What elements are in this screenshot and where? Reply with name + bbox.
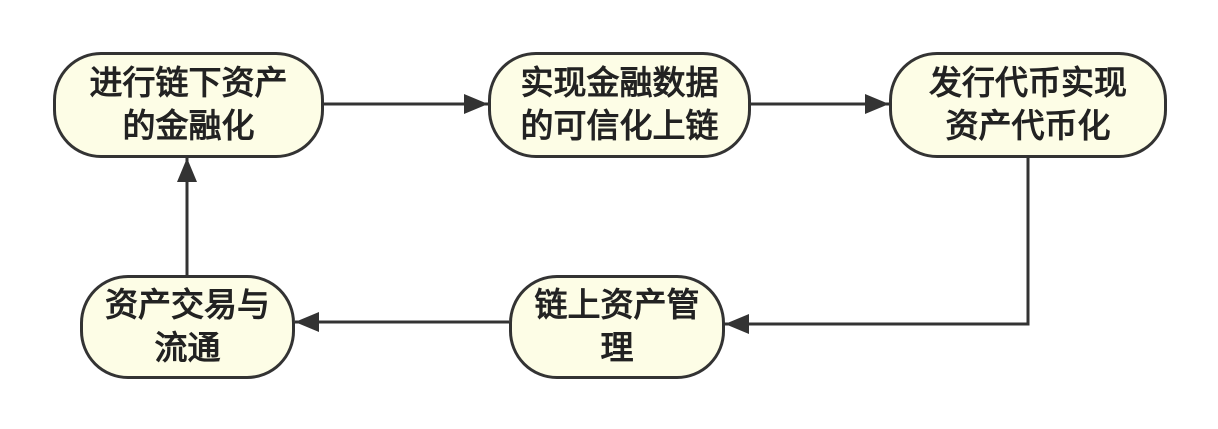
node-label-line: 的金融化 [122,106,255,145]
node-label-line: 链上资产管 [534,285,700,325]
node-label-line: 实现金融数据 [520,63,719,103]
node-label-line: 的可信化上链 [520,106,719,145]
node-label-line: 理 [600,328,634,367]
node-label-line: 进行链下资产 [89,63,288,103]
edge-n3-to-n4 [725,158,1030,334]
node-label-line: 资产代币化 [945,106,1111,145]
node-label-line: 发行代币实现 [929,63,1127,103]
node-label-line: 流通 [154,328,221,367]
node-trusted-data-onchain: 实现金融数据 的可信化上链 [488,52,751,158]
node-onchain-asset-management: 链上资产管 理 [509,275,725,379]
node-asset-trading-circulation: 资产交易与 流通 [80,275,295,379]
node-label-line: 资产交易与 [105,285,270,325]
node-offchain-asset-financialization: 进行链下资产 的金融化 [53,52,324,158]
node-token-issuance: 发行代币实现 资产代币化 [889,52,1167,158]
